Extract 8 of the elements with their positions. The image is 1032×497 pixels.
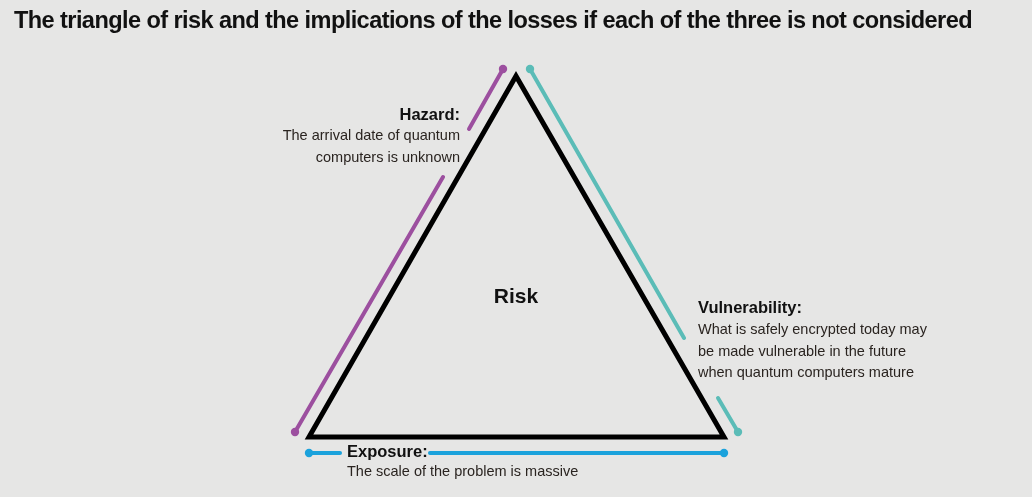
side-heading: Vulnerability: (698, 297, 802, 317)
side-description: The scale of the problem is massive (347, 462, 579, 481)
side-description: What is safely encrypted today may be made vulnerable in the future when quantum computers mature (698, 320, 928, 382)
side-heading: Hazard: (399, 104, 460, 124)
node-label: Risk (493, 284, 539, 308)
side-heading: Exposure: (347, 441, 428, 461)
side-description: The arrival date of quantum computers is unknown (281, 126, 460, 167)
title: The triangle of risk and the implications of the losses if each of the three is not considered (14, 6, 972, 34)
